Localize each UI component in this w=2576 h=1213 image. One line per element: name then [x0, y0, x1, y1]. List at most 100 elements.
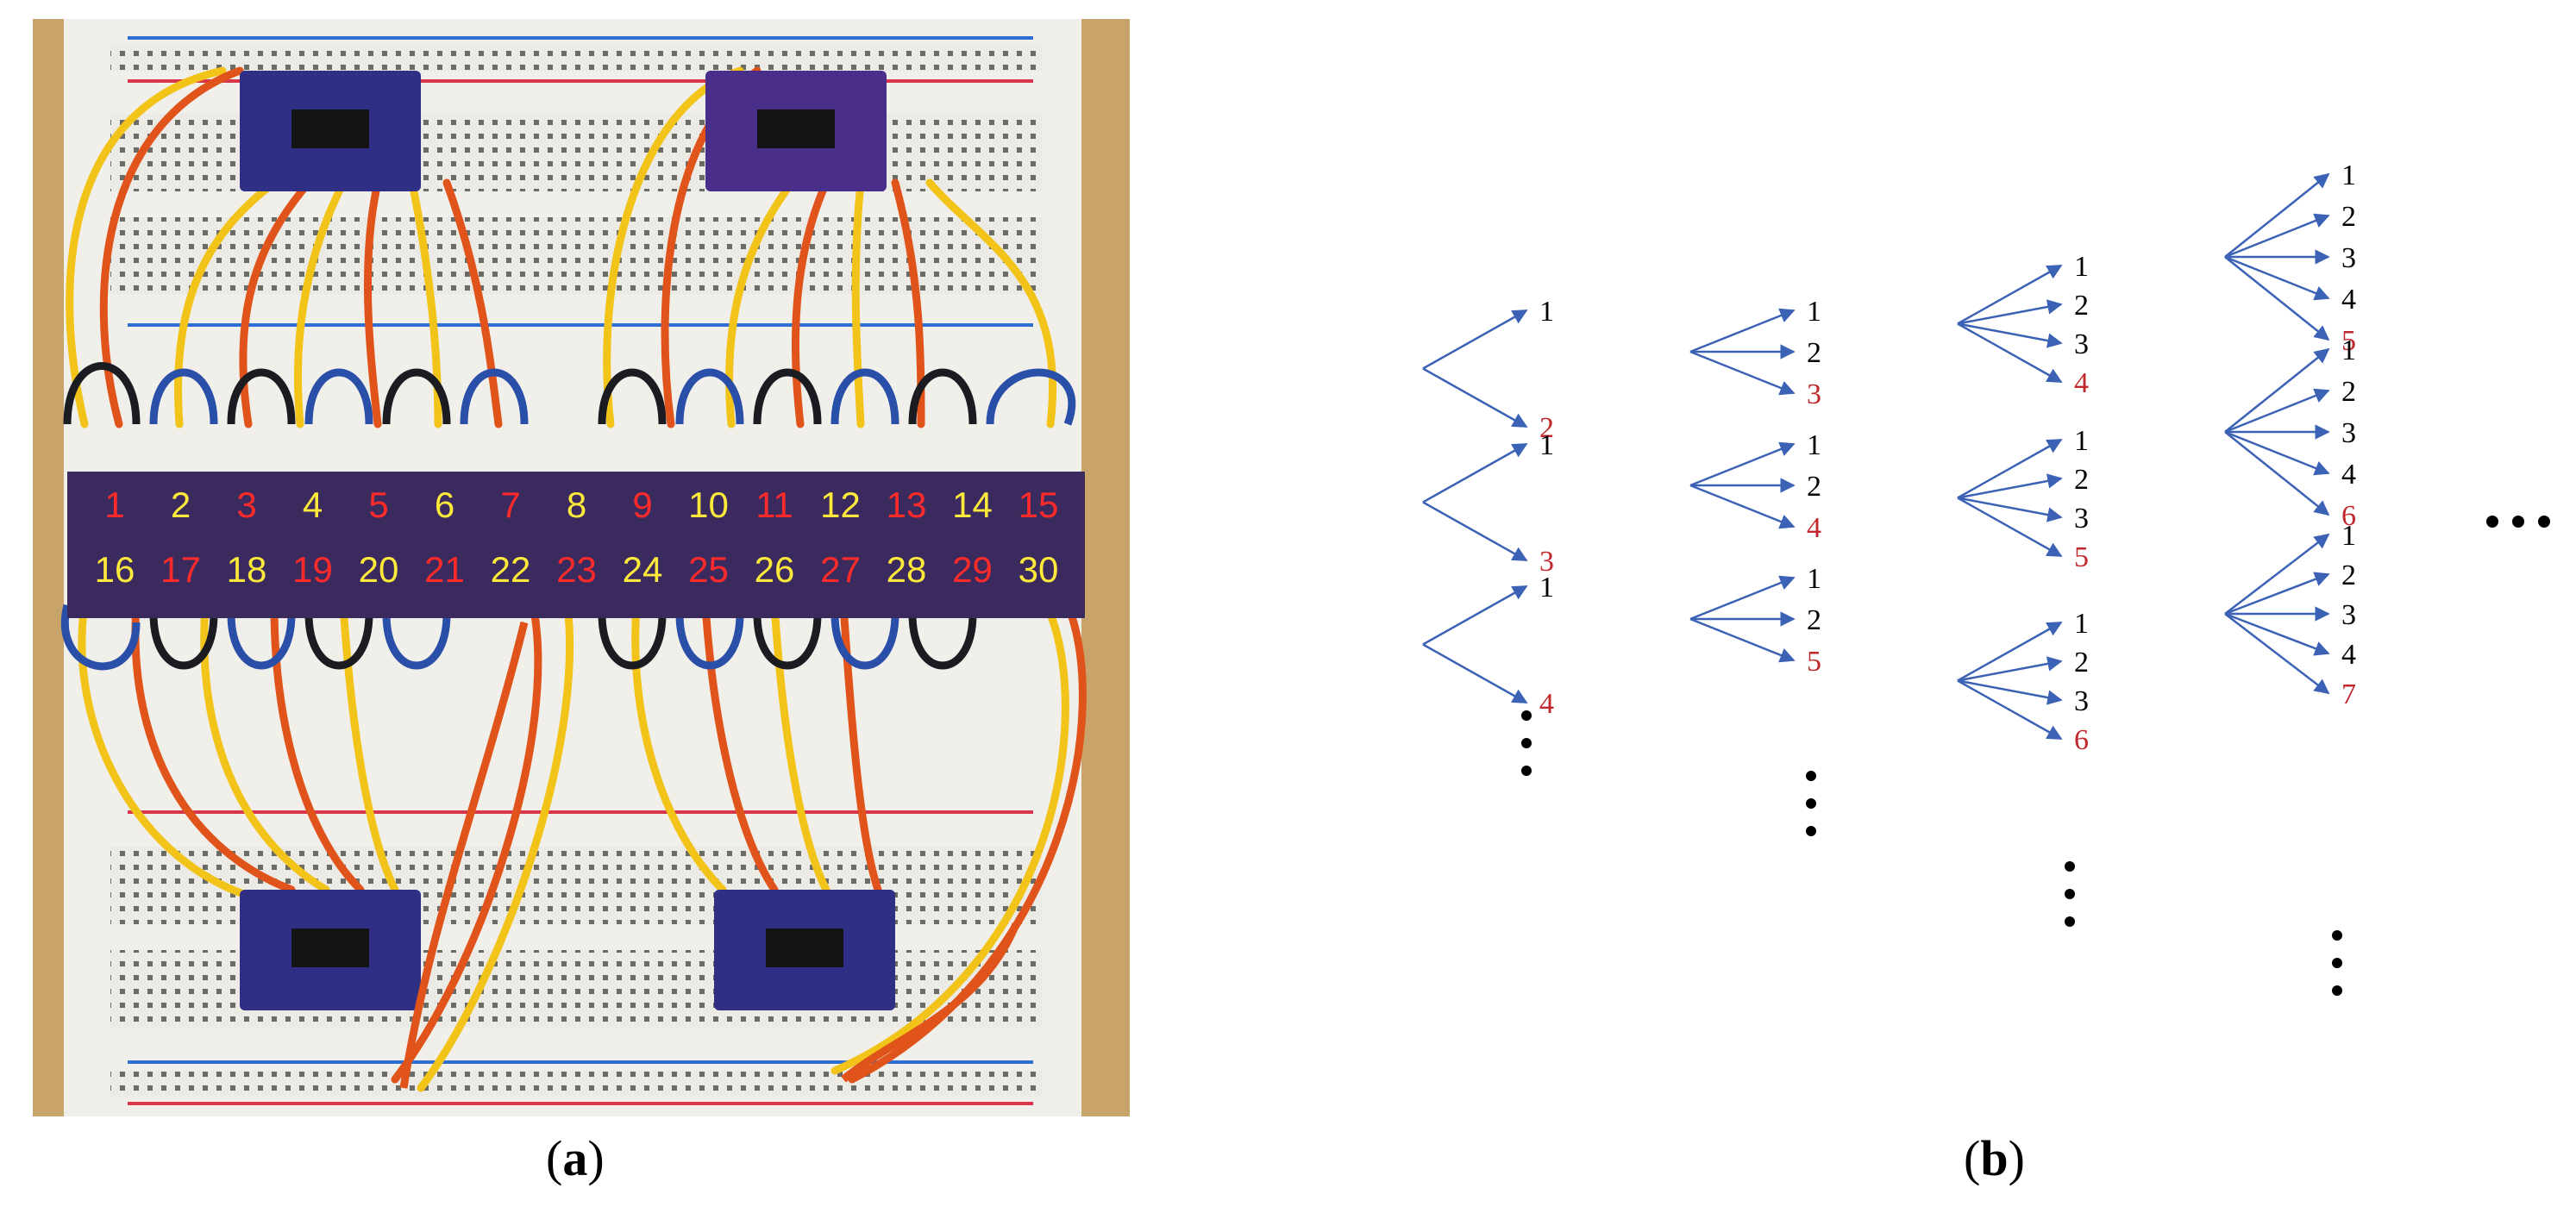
tree-node-label: 1: [2074, 608, 2089, 640]
mux-board-top-left: [240, 71, 421, 191]
tree-arrow: [1957, 497, 2063, 522]
continuation-dot: [1521, 710, 1532, 721]
tree-arrow: [1957, 679, 2063, 705]
tree-arrow: [1689, 617, 1796, 663]
tree-node-label: 3: [2074, 503, 2089, 535]
tree-node-label: 2: [1807, 471, 1821, 503]
caption-b: (b): [1964, 1130, 2025, 1186]
continuation-dot: [2538, 516, 2550, 528]
tree-arrow: [2224, 572, 2330, 616]
tree-arrow: [1422, 585, 1528, 646]
tree-arrow: [1689, 308, 1796, 353]
tree-arrow: [1422, 501, 1528, 562]
sensor-label-3: 3: [236, 485, 256, 525]
sensor-label-28: 28: [887, 549, 927, 590]
tree-arrow: [2224, 533, 2330, 615]
sensor-label-13: 13: [887, 485, 927, 525]
tree-node-label: 2: [1539, 412, 1554, 444]
sensor-label-9: 9: [632, 485, 652, 525]
tree-arrow: [1957, 473, 2063, 499]
tree-node-label: 3: [2074, 685, 2089, 717]
tree-node-label: 2: [2341, 560, 2356, 591]
tree-arrow: [1422, 643, 1528, 704]
sensor-label-16: 16: [95, 549, 135, 590]
tree-node-label: 1: [2074, 425, 2089, 457]
tree-arrow: [1957, 679, 2063, 741]
tree-arrow: [2224, 388, 2330, 434]
mux-board-top-right: [705, 71, 887, 191]
caption-a: (a): [546, 1130, 605, 1186]
tree-arrow: [2224, 347, 2330, 433]
sensor-label-4: 4: [303, 485, 323, 525]
tree-arrow: [1689, 575, 1796, 621]
continuation-dot: [2512, 516, 2524, 528]
sensor-label-14: 14: [952, 485, 993, 525]
tree-node-label: 2: [2074, 290, 2089, 322]
continuation-dot: [1521, 766, 1532, 776]
tree-arrow: [2224, 431, 2330, 516]
continuation-dot: [1806, 771, 1816, 781]
sensor-label-2: 2: [171, 485, 191, 525]
tree-arrow: [1689, 484, 1796, 529]
sensor-label-10: 10: [688, 485, 729, 525]
mux-board-bottom-left: [240, 890, 421, 1010]
continuation-dot: [2332, 930, 2342, 941]
sensor-label-7: 7: [500, 485, 520, 525]
tree-node-label: 6: [2074, 724, 2089, 756]
continuation-dot: [2065, 916, 2075, 927]
tree-arrow: [1957, 656, 2063, 682]
tree-node-label: 4: [1807, 512, 1821, 544]
tree-node-label: 7: [2341, 678, 2356, 710]
tree-node-label: 1: [1539, 429, 1554, 461]
continuation-dot: [2332, 985, 2342, 996]
short-wires: [61, 362, 1076, 671]
tree-arrow: [2224, 256, 2330, 341]
tree-node-label: 2: [2341, 376, 2356, 408]
tree-node-label: 1: [2341, 335, 2356, 366]
tree-node-label: 2: [2341, 201, 2356, 233]
tree-arrow: [1957, 299, 2063, 325]
sensor-label-25: 25: [688, 549, 729, 590]
sensor-label-19: 19: [292, 549, 333, 590]
tree-node-label: 1: [2341, 159, 2356, 191]
tree-node-label: 3: [2341, 417, 2356, 449]
continuation-dot: [2065, 889, 2075, 899]
tree-node-label: 2: [2074, 647, 2089, 678]
tree-node-label: 3: [2074, 328, 2089, 360]
tree-node-label: 2: [1807, 604, 1821, 636]
sensor-label-18: 18: [227, 549, 267, 590]
horizontal-continuation-dots: [2486, 516, 2550, 528]
tree-node-label: 5: [1807, 646, 1821, 678]
tree-node-label: 4: [2341, 284, 2356, 316]
continuation-dot: [1521, 738, 1532, 748]
tree-node-label: 3: [1807, 378, 1821, 410]
tree-node-label: 4: [1539, 688, 1554, 720]
tree-node-label: 1: [2074, 251, 2089, 283]
tree-node-label: 1: [1807, 429, 1821, 461]
continuation-dot: [1806, 798, 1816, 809]
continuation-dot: [2065, 861, 2075, 872]
sensor-label-26: 26: [755, 549, 795, 590]
sensor-label-21: 21: [424, 549, 465, 590]
continuation-dot: [1806, 826, 1816, 836]
mux-board-bottom-right: [714, 890, 895, 1010]
tree-arrow: [1957, 497, 2063, 558]
tree-node-label: 5: [2341, 325, 2356, 357]
sensor-label-1: 1: [104, 485, 124, 525]
tree-arrow: [1422, 442, 1528, 503]
tree-node-label: 5: [2074, 541, 2089, 573]
pairing-tree-diagram: 1213141231241251234123512361234512346123…: [1422, 159, 2550, 996]
tree-node-label: 4: [2341, 459, 2356, 491]
sensor-strip: [67, 472, 1085, 618]
tree-node-label: 1: [1539, 296, 1554, 328]
tree-node-label: 3: [2341, 242, 2356, 274]
tree-arrow: [1957, 322, 2063, 384]
sensor-label-5: 5: [368, 485, 388, 525]
tree-arrow: [2224, 430, 2330, 476]
sensor-label-27: 27: [820, 549, 861, 590]
tree-node-label: 3: [2341, 599, 2356, 631]
sensor-label-17: 17: [160, 549, 201, 590]
tree-arrow: [2224, 255, 2330, 301]
